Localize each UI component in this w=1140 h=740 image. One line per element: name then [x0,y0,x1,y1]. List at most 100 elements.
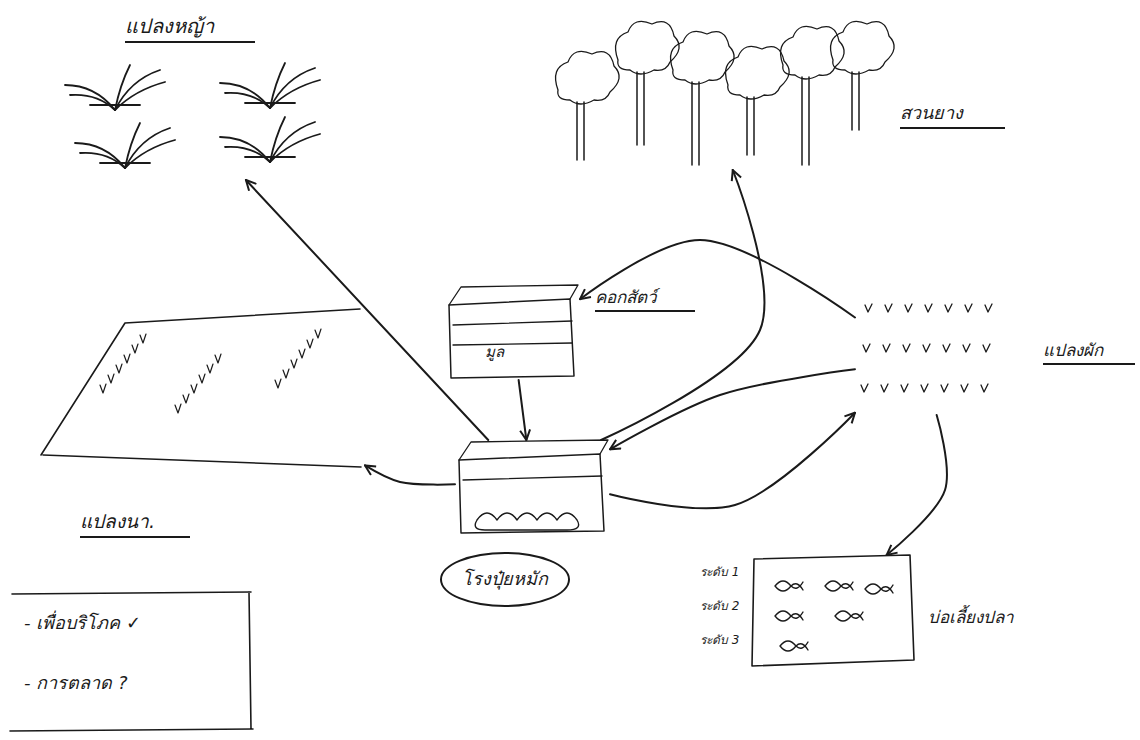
sketch-drawing [10,590,255,735]
tree-trunk [576,102,578,160]
tree-trunk [808,77,810,165]
node-text: - การตลาด ? [24,672,249,695]
grass-stroke [220,83,270,108]
tree-crown [781,26,845,79]
plant-mark [985,304,992,312]
grass-stroke [245,102,295,104]
plant-mark [885,304,892,312]
rubber-trees: สวนยาง [555,20,885,170]
plant-mark [983,344,990,352]
rice-mark [275,379,281,388]
plant-mark [863,344,870,352]
compost-house: โรงปุ๋ยหมัก [455,440,610,535]
field-outline [41,309,361,467]
tree-trunk [801,77,803,165]
node-title: แปลงหญ้า [125,14,255,43]
plant-mark [865,304,872,312]
tree-trunk [583,102,585,160]
plant-mark [925,304,932,312]
tree-trunk [746,97,748,155]
rice-mark [283,369,289,378]
fish-pond: บ่อเลี้ยงปลา [750,555,920,670]
flow-arrow [246,180,488,440]
illustration [459,440,608,533]
rice-mark [132,344,138,353]
pond-outline [752,555,914,666]
sketch-drawing [555,20,885,170]
plant-mark [963,344,970,352]
rice-mark [215,354,221,363]
flow-arrow [887,415,947,555]
plant-mark [861,384,868,392]
rice-mark [191,384,197,393]
shed-outline [449,299,574,378]
tree-trunk [753,97,755,155]
sketch-drawing [455,440,610,535]
tree-crown [671,31,735,84]
rice-mark [175,404,181,413]
vegetable-plot: แปลงผัก [855,295,1005,415]
sketch-drawing [35,305,365,470]
tree-trunk [691,82,693,165]
tree-trunk [636,72,638,145]
tree-crown [616,21,680,74]
node-text: มูล [485,343,545,362]
tree-crown [831,21,895,74]
shed-roof [459,440,608,460]
fish-symbol [775,611,803,621]
shed-line [453,343,572,345]
grass-stroke [75,143,125,168]
plant-mark [961,384,968,392]
tree-trunk [698,82,700,165]
sketch-drawing [55,60,325,180]
rice-mark [207,364,213,373]
tree-trunk [858,72,860,130]
shed-line [453,321,572,325]
animal-pen: คอกสัตว์มูล [445,285,580,380]
tree-crown [556,51,620,104]
fish-symbol [775,581,803,591]
node-title: แปลงผัก [1043,340,1135,365]
grass-stroke [90,104,140,106]
flow-arrow [610,413,855,509]
plant-mark [943,344,950,352]
fish-symbol [835,611,863,621]
node-title: บ่อเลี้ยงปลา [928,607,1038,628]
node-title: โรงปุ๋ยหมัก [440,552,570,607]
level-label: ระดับ 3 [700,630,739,649]
sketch-drawing [855,295,1005,415]
grass-stroke [270,63,285,108]
grass-stroke [245,156,295,158]
rice-mark [108,374,114,383]
grass-stroke [225,93,270,108]
flow-arrow [519,380,527,440]
flow-arrow [610,369,855,449]
plant-mark [905,304,912,312]
node-title: - เพื่อบริโภค ✓ [24,612,249,635]
grass-stroke [115,65,130,110]
grass-stroke [65,85,115,110]
plant-mark [923,344,930,352]
node-title: แปลงนา. [80,510,190,538]
rice-mark [291,359,297,368]
rice-mark [140,334,146,343]
shed-roof [449,285,578,305]
plant-mark [965,304,972,312]
illustration [752,555,914,666]
fish-symbol [865,584,893,594]
illustration [41,309,361,467]
illustration [861,304,992,392]
grass-stroke [270,117,285,162]
compost-pile [475,513,578,530]
flow-arrow [580,240,855,318]
notes-box: - เพื่อบริโภค ✓ - การตลาด ? [10,590,255,735]
rice-mark [100,384,106,393]
sketch-drawing [750,555,920,670]
flow-arrow [365,465,455,484]
tree-trunk [851,72,853,130]
fish-symbol [780,641,808,651]
sketch-drawing [445,285,580,380]
rice-field: แปลงนา. [35,305,365,470]
